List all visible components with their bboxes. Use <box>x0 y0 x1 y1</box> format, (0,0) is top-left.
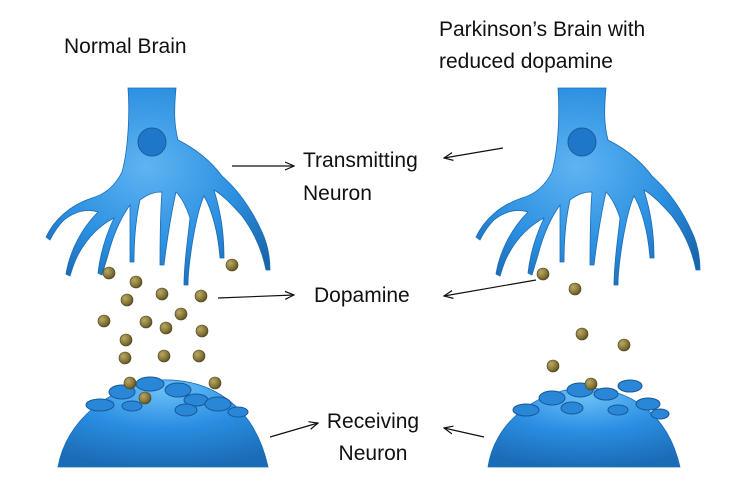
dopamine-particle <box>129 275 143 289</box>
arrow-transmitting-right <box>444 147 504 158</box>
dopamine-particle <box>225 258 239 272</box>
arrow-receiving-right <box>444 428 485 438</box>
dopamine-particle <box>159 321 173 335</box>
parkinsons-transmitting-neuron <box>475 87 701 286</box>
normal-receptors <box>85 376 249 418</box>
dopamine-particle <box>119 333 133 347</box>
parkinsons-receptors <box>512 379 670 420</box>
dopamine-particle <box>157 349 171 363</box>
dopamine-particle <box>120 293 134 307</box>
normal-brain-title: Normal Brain <box>64 35 187 58</box>
dopamine-particle <box>575 327 589 341</box>
dopamine-particle <box>139 315 153 329</box>
dopamine-particle <box>195 324 209 338</box>
transmitting-label-line1: Transmitting <box>303 149 418 172</box>
dopamine-particle <box>192 349 206 363</box>
parkinsons-title-line2: reduced dopamine <box>439 50 613 73</box>
dopamine-particle <box>123 376 137 390</box>
normal-dopamine-particles <box>97 258 239 405</box>
dopamine-particle <box>138 391 152 405</box>
dopamine-particle <box>617 338 631 352</box>
parkinsons-receiving-neuron <box>487 379 681 468</box>
dopamine-particle <box>536 267 550 281</box>
dopamine-particle <box>102 266 116 280</box>
dopamine-particle <box>546 359 560 373</box>
arrow-receiving-left <box>269 423 318 438</box>
arrow-dopamine-left <box>217 295 294 298</box>
parkinsons-title-line1: Parkinson’s Brain with <box>439 18 646 41</box>
dopamine-label: Dopamine <box>314 284 410 307</box>
receiving-label-line1: Receiving <box>326 410 420 433</box>
dopamine-particle <box>118 351 132 365</box>
transmitting-label-line2: Neuron <box>303 182 372 205</box>
arrow-dopamine-right <box>444 279 537 296</box>
dopamine-particle <box>208 376 222 390</box>
dopamine-particle <box>155 287 169 301</box>
dopamine-particle <box>194 289 208 303</box>
normal-receiving-neuron <box>57 376 269 468</box>
label-arrows <box>217 147 537 438</box>
dopamine-particle <box>584 377 598 391</box>
parkinsons-dopamine-particles <box>536 267 631 391</box>
dopamine-particle <box>174 307 188 321</box>
dopamine-particle <box>97 314 111 328</box>
dopamine-particle <box>568 282 582 296</box>
normal-transmitting-neuron <box>45 87 271 286</box>
receiving-label-line2: Neuron <box>338 442 408 465</box>
